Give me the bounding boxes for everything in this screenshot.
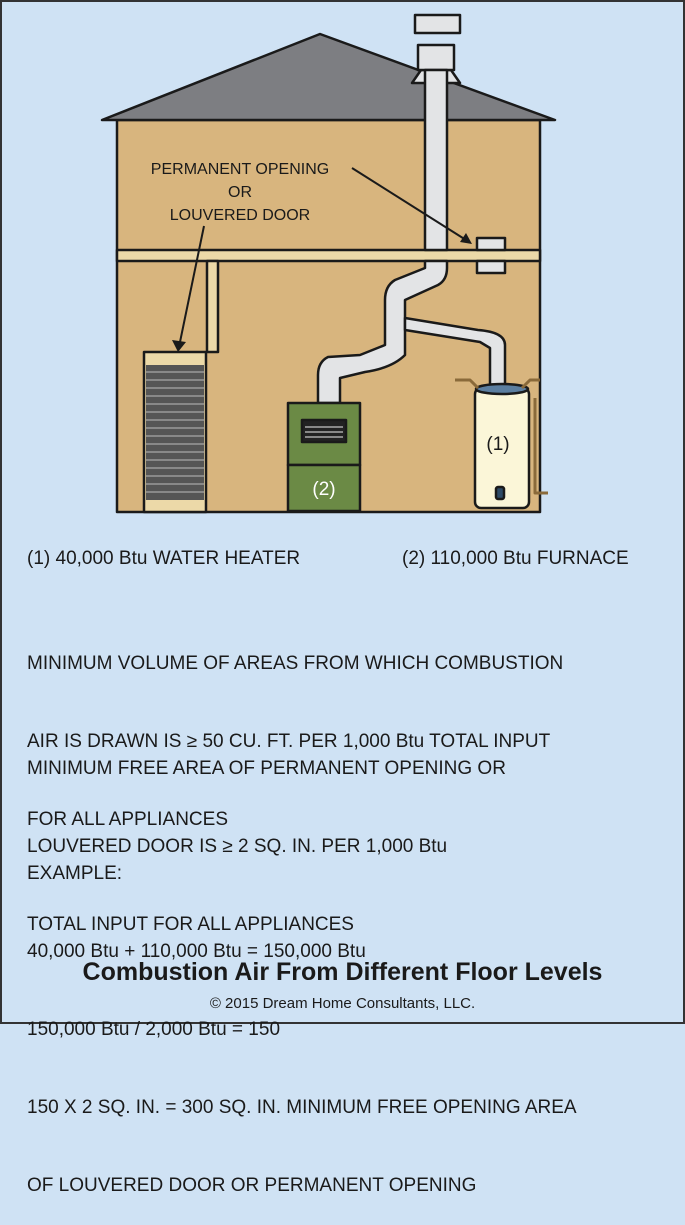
furnace-lower — [286, 463, 362, 513]
text-line: TOTAL INPUT FOR ALL APPLIANCES — [27, 914, 354, 935]
water-pipes — [455, 378, 548, 495]
callout-line-1: PERMANENT OPENING — [151, 161, 329, 178]
text-line: AIR IS DRAWN IS ≥ 50 CU. FT. PER 1,000 B… — [27, 731, 551, 752]
arrow-to-door — [179, 225, 205, 343]
legend-water-heater: (1) 40,000 Btu WATER HEATER — [27, 548, 301, 569]
text-line: 40,000 Btu + 110,000 Btu = 150,000 Btu — [27, 941, 366, 962]
roof — [100, 32, 557, 122]
floor-beam — [115, 248, 542, 263]
callout-line-2: OR — [228, 184, 252, 201]
paragraph-volume: MINIMUM VOLUME OF AREAS FROM WHICH COMBU… — [27, 599, 563, 859]
text-line: 150 X 2 SQ. IN. = 300 SQ. IN. MINIMUM FR… — [27, 1097, 577, 1118]
louver-slats — [146, 371, 204, 493]
water-heater-label: (1) — [486, 434, 509, 455]
copyright: © 2015 Dream Home Consultants, LLC. — [209, 995, 476, 1012]
diagram-title: Combustion Air From Different Floor Leve… — [82, 958, 603, 986]
text-line: LOUVERED DOOR IS ≥ 2 SQ. IN. PER 1,000 B… — [27, 836, 448, 857]
vent-opening-top — [475, 236, 507, 252]
furnace-grille-slats — [305, 426, 343, 438]
furnace-label: (2) — [312, 479, 335, 500]
water-heater-burner-port — [494, 485, 506, 501]
water-heater-top — [474, 382, 530, 396]
legend-furnace: (2) 110,000 Btu FURNACE — [402, 548, 629, 569]
wall-partition — [205, 259, 220, 354]
furnace-grille — [300, 418, 348, 444]
door-louvers — [146, 365, 204, 500]
text-line: MINIMUM VOLUME OF AREAS FROM WHICH COMBU… — [27, 653, 564, 674]
chimney-collar — [416, 43, 456, 72]
paragraph-example: EXAMPLE: 40,000 Btu + 110,000 Btu = 150,… — [27, 809, 577, 1225]
arrowhead-vent — [460, 233, 472, 244]
house-illustration: PERMANENT OPENING OR LOUVERED DOOR (1) (… — [100, 13, 557, 514]
chimney-cap — [413, 13, 462, 35]
arrow-to-vent — [351, 167, 467, 241]
text-line: OF LOUVERED DOOR OR PERMANENT OPENING — [27, 1175, 477, 1196]
flue-pipe-heater — [403, 316, 507, 387]
text-line: 150,000 Btu / 2,000 Btu = 150 — [27, 1019, 281, 1040]
text-line: EXAMPLE: — [27, 863, 123, 884]
text-line: MINIMUM FREE AREA OF PERMANENT OPENING O… — [27, 758, 506, 779]
callout-line-3: LOUVERED DOOR — [170, 207, 310, 224]
chimney-pipe — [423, 68, 449, 252]
arrowhead-door — [172, 340, 186, 352]
vent-opening-bottom — [475, 259, 507, 275]
paragraph-free-area: MINIMUM FREE AREA OF PERMANENT OPENING O… — [27, 704, 506, 964]
text-line: FOR ALL APPLIANCES — [27, 809, 228, 830]
